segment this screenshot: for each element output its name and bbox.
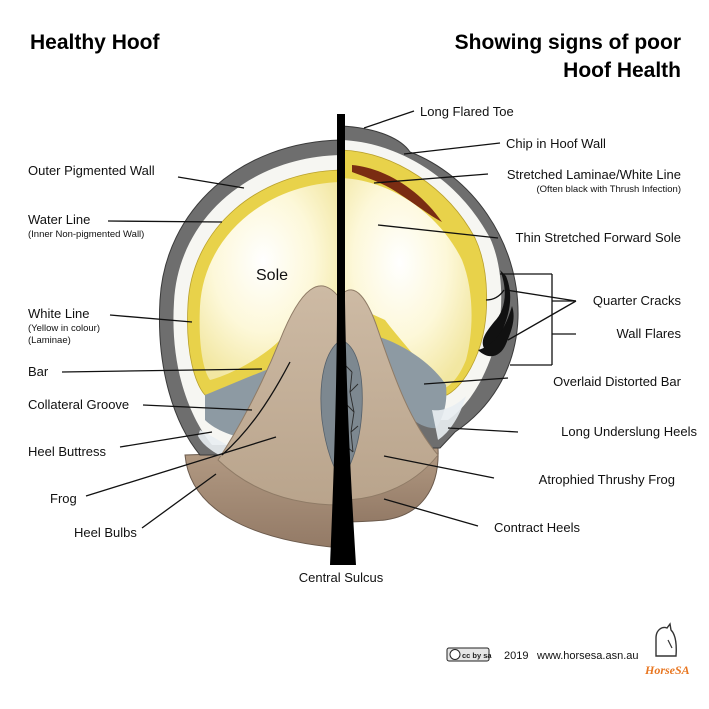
bar-right: [372, 335, 447, 429]
leader-outer-wall: [177, 176, 245, 189]
leader-overlaid-bar: [423, 377, 509, 385]
label-central-sulcus: Central Sulcus: [299, 570, 384, 585]
stretched-laminae-streak: [352, 165, 442, 222]
collateral-groove-line: [221, 361, 291, 456]
frog-left: [217, 285, 341, 506]
leader-heel-bulbs: [141, 473, 217, 529]
title-left: Healthy Hoof: [30, 31, 161, 54]
label-wall-flares: Wall Flares: [616, 326, 681, 341]
heel-right-highlight: [432, 396, 466, 440]
label-stretched-laminae: Stretched Laminae/White Line: [507, 167, 681, 182]
horsesa-logo: HorseSA: [644, 622, 690, 677]
leader-heel-buttress: [119, 431, 213, 448]
leader-thin-sole: [377, 224, 499, 239]
cc-icon: [449, 649, 461, 660]
label-long-flared-toe: Long Flared Toe: [420, 104, 514, 119]
label-contract-heels: Contract Heels: [494, 520, 580, 535]
sole-label: Sole: [256, 267, 288, 284]
quarter-crack: [482, 270, 511, 350]
leader-long-flared-toe: [363, 110, 415, 129]
cc-license-badge[interactable]: cc by sa: [446, 647, 492, 662]
label-white-line-sub1: (Yellow in colour): [28, 323, 100, 334]
wall-flare-crack: [478, 306, 514, 357]
label-frog: Frog: [50, 491, 77, 506]
title-right-line1: Showing signs of poor: [455, 31, 681, 54]
label-outer-wall: Outer Pigmented Wall: [28, 163, 155, 178]
label-long-heels: Long Underslung Heels: [561, 424, 697, 439]
label-water-line-sub: (Inner Non-pigmented Wall): [28, 229, 144, 240]
title-right-line2: Hoof Health: [563, 59, 681, 82]
frog-right: [341, 289, 439, 501]
label-atrophied-frog: Atrophied Thrushy Frog: [539, 472, 675, 487]
label-collateral-groove: Collateral Groove: [28, 397, 129, 412]
horse-head-icon: [655, 622, 677, 657]
label-overlaid-bar: Overlaid Distorted Bar: [553, 374, 682, 389]
label-stretched-laminae-sub: (Often black with Thrush Infection): [537, 184, 682, 195]
label-water-line: Water Line: [28, 212, 90, 227]
cc-license-text: cc by sa: [462, 651, 492, 660]
leader-long-heels: [447, 427, 519, 433]
crack-branch: [485, 289, 505, 301]
label-quarter-cracks: Quarter Cracks: [593, 293, 682, 308]
leader-chip: [403, 142, 501, 155]
healthy-hoof-half: [158, 139, 341, 549]
crack-bracket: [500, 273, 577, 366]
label-bar: Bar: [28, 364, 49, 379]
leader-atrophied-frog: [383, 455, 495, 479]
leader-stretched-laminae: [373, 173, 489, 184]
label-chip: Chip in Hoof Wall: [506, 136, 606, 151]
leader-collateral-groove: [142, 404, 253, 411]
label-thin-sole: Thin Stretched Forward Sole: [516, 230, 681, 245]
center-divider: [330, 114, 356, 565]
label-white-line: White Line: [28, 306, 89, 321]
leader-frog: [85, 436, 277, 497]
label-heel-buttress: Heel Buttress: [28, 444, 107, 459]
label-white-line-sub2: (Laminae): [28, 335, 71, 346]
leader-water-line: [107, 220, 223, 223]
logo-text: HorseSA: [644, 663, 690, 677]
poor-hoof-half: [341, 125, 519, 523]
label-heel-bulbs: Heel Bulbs: [74, 525, 137, 540]
leader-contract-heels: [383, 498, 479, 527]
leader-white-line: [109, 314, 193, 323]
footer-url[interactable]: www.horsesa.asn.au: [536, 650, 639, 662]
footer-year: 2019: [504, 650, 528, 662]
leader-bar: [61, 368, 263, 373]
